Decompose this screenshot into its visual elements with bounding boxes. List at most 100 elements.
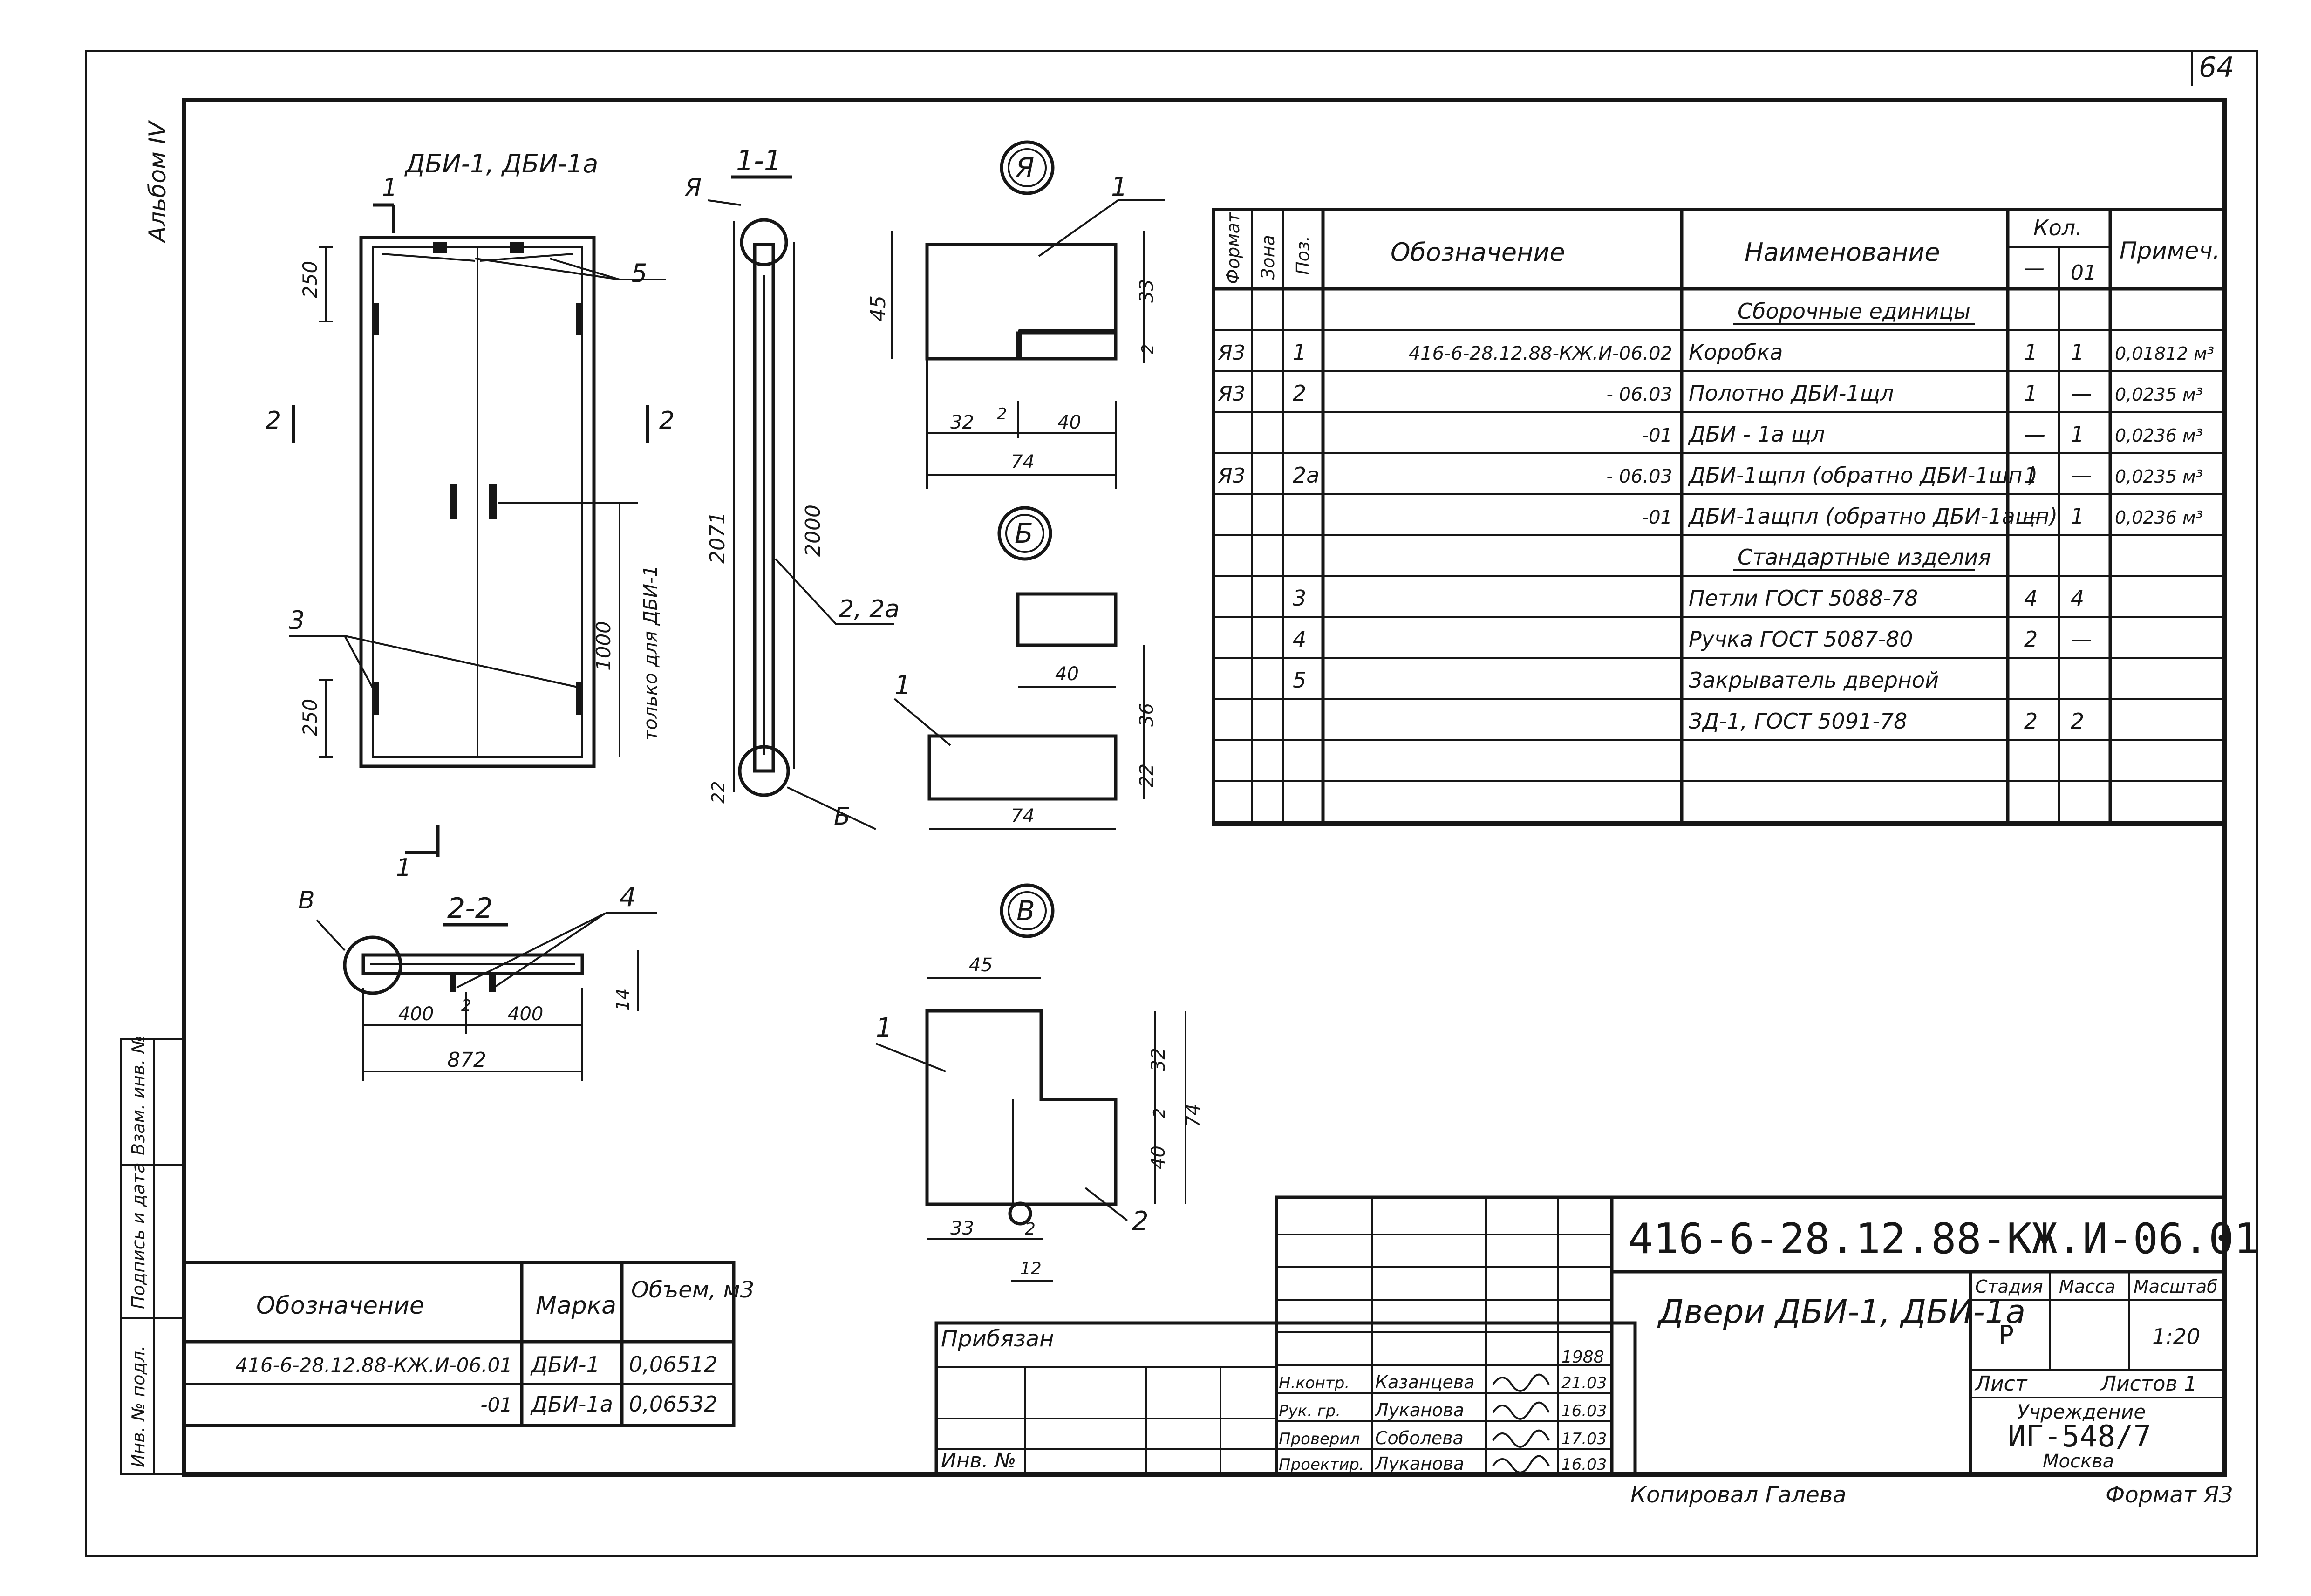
svg-text:В: В: [298, 887, 315, 914]
signature-date: 21.03: [1561, 1374, 1607, 1392]
svg-text:Москва: Москва: [2043, 1451, 2114, 1472]
marks-mark-cell: ДБИ-1: [530, 1352, 600, 1377]
svg-text:12: 12: [1020, 1259, 1042, 1278]
svg-text:2: 2: [1138, 344, 1157, 354]
svg-text:22: 22: [1136, 764, 1158, 787]
detail-b: Б 1 40 36 22 74: [893, 506, 1158, 830]
svg-text:2: 2: [1132, 1206, 1149, 1236]
spec-name-cell: ДБИ - 1а щл: [1688, 422, 1825, 447]
svg-text:22: 22: [708, 781, 729, 804]
signature-role: Рук. гр.: [1279, 1402, 1341, 1420]
signature-scribble: [1492, 1429, 1550, 1448]
closer-icon: [433, 242, 447, 253]
svg-text:1000: 1000: [592, 621, 615, 671]
svg-text:только для ДБИ-1: только для ДБИ-1: [640, 565, 661, 741]
signature-name: Казанцева: [1375, 1372, 1475, 1392]
svg-text:872: 872: [447, 1048, 486, 1072]
detail-v: В 1 2 45 32 2 40 74 33 2 12: [875, 883, 1204, 1282]
svg-text:14: 14: [613, 989, 633, 1011]
svg-text:Б: Б: [1015, 518, 1033, 549]
spec-name-cell: ДБИ-1ащпл (обратно ДБИ-1ащп): [1688, 504, 2058, 529]
spec-note-cell: 0,0235 м³: [2115, 384, 2203, 405]
svg-text:33: 33: [950, 1218, 974, 1239]
marks-designation-cell: -01: [480, 1393, 512, 1416]
spec-designation-cell: -01: [1642, 425, 1672, 446]
outer-border: [85, 50, 2258, 1557]
hinge-icon: [576, 682, 582, 715]
svg-text:Кол.: Кол.: [2033, 215, 2082, 240]
signature-row: Н.контр. Казанцева 21.03: [1279, 1372, 1607, 1392]
svg-text:32: 32: [950, 412, 974, 433]
svg-text:В: В: [1016, 895, 1035, 927]
spec-qty-cell: —: [2024, 422, 2045, 447]
svg-text:2: 2: [997, 405, 1007, 423]
spec-designation-cell: - 06.03: [1606, 384, 1672, 405]
svg-text:400: 400: [398, 1003, 434, 1025]
svg-text:Инв. № подл.: Инв. № подл.: [128, 1345, 149, 1467]
signature-scribble: [1492, 1373, 1550, 1392]
spec-pos-cell: 2: [1293, 381, 1306, 406]
svg-text:Р: Р: [1998, 1320, 2014, 1350]
hinge-icon: [576, 303, 582, 335]
svg-text:36: 36: [1136, 703, 1158, 727]
svg-text:Лист: Лист: [1974, 1372, 2028, 1396]
svg-text:Взам. инв. №: Взам. инв. №: [128, 1035, 149, 1155]
svg-text:40: 40: [1148, 1146, 1169, 1169]
svg-text:Масса: Масса: [2059, 1276, 2115, 1297]
svg-text:1: 1: [876, 1013, 893, 1043]
svg-text:2: 2: [461, 996, 471, 1015]
svg-text:400: 400: [508, 1003, 543, 1025]
svg-text:33: 33: [1136, 279, 1158, 303]
spec-qty-cell: 1: [2071, 422, 2084, 447]
svg-text:1: 1: [396, 854, 411, 882]
svg-text:Зона: Зона: [1258, 235, 1278, 280]
svg-text:Обозначение: Обозначение: [256, 1292, 424, 1320]
svg-text:Поз.: Поз.: [1293, 236, 1313, 275]
svg-text:2: 2: [659, 407, 675, 435]
signature-role: Проектир.: [1279, 1455, 1364, 1474]
spec-name-cell: Петли ГОСТ 5088-78: [1689, 586, 1918, 611]
format-label: Формат Я3: [2106, 1482, 2233, 1508]
handle-icon: [489, 974, 496, 992]
svg-text:Я: Я: [684, 174, 702, 202]
signature-role: Н.контр.: [1279, 1374, 1350, 1392]
spec-qty-cell: 1: [2071, 504, 2084, 529]
svg-text:40: 40: [1055, 663, 1079, 685]
signature-name: Луканова: [1374, 1453, 1464, 1474]
signature-date: 16.03: [1561, 1402, 1607, 1420]
spec-qty-cell: 1: [2024, 381, 2038, 406]
section-1-1-title: 1-1: [736, 144, 782, 177]
detail-a: Я 1 45 33 2 32 2 40 74: [866, 140, 1165, 489]
svg-text:Примеч.: Примеч.: [2120, 237, 2220, 264]
spec-row: Стандартные изделия: [1213, 545, 2224, 577]
spec-name-cell: ЗД-1, ГОСТ 5091-78: [1689, 709, 1907, 734]
copied-by: Копировал Галева: [1630, 1482, 1847, 1508]
spec-name-cell: Полотно ДБИ-1щл: [1689, 381, 1894, 406]
svg-text:Наименование: Наименование: [1745, 238, 1940, 267]
marks-volume-cell: 0,06532: [629, 1391, 717, 1417]
svg-text:32: 32: [1148, 1048, 1169, 1071]
svg-text:Обозначение: Обозначение: [1391, 238, 1565, 267]
svg-text:ИГ-548/7: ИГ-548/7: [2008, 1419, 2151, 1454]
spec-note-cell: 0,0235 м³: [2115, 466, 2203, 487]
svg-text:74: 74: [1011, 451, 1035, 473]
svg-text:Я: Я: [1015, 152, 1034, 184]
spec-name-cell: Коробка: [1689, 340, 1783, 365]
spec-note-cell: 0,0236 м³: [2115, 425, 2203, 446]
svg-text:Б: Б: [834, 803, 851, 831]
spec-pos-cell: 5: [1293, 668, 1306, 693]
svg-text:Прибязан: Прибязан: [941, 1326, 1054, 1352]
hinge-icon: [373, 303, 379, 335]
spec-pos-cell: 2а: [1293, 463, 1319, 488]
svg-text:Формат: Формат: [1223, 211, 1243, 284]
spec-pos-cell: 3: [1293, 586, 1306, 611]
spec-qty-cell: 4: [2024, 586, 2038, 611]
